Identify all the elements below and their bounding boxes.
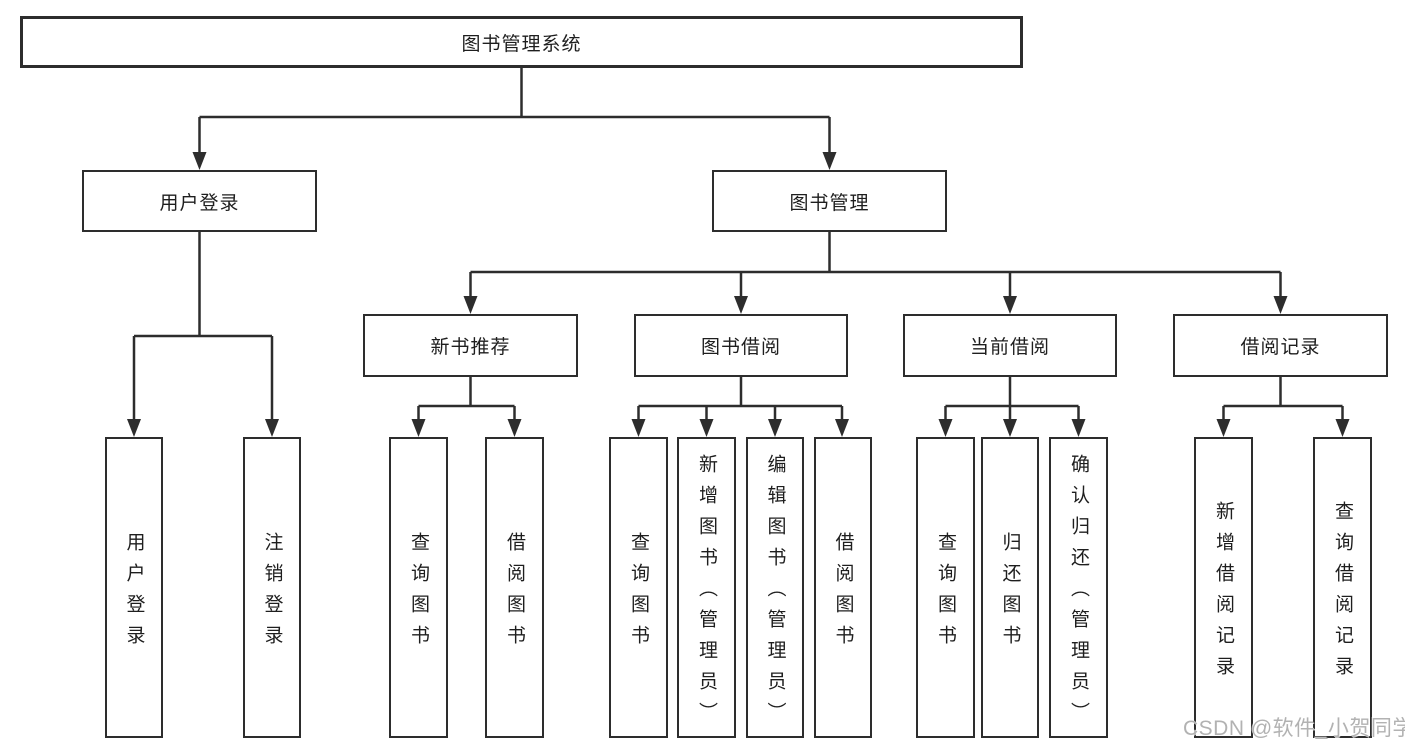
node-label: 归还图书 bbox=[999, 531, 1021, 656]
leaf-query-book-recommend: 查询图书 bbox=[389, 437, 448, 738]
edge-borrow-records-to-leaves bbox=[1216, 377, 1350, 437]
node-label: 借阅记录 bbox=[1240, 337, 1321, 358]
leaf-borrow-book: 借阅图书 bbox=[814, 437, 872, 738]
node-book-management: 图书管理 bbox=[712, 170, 947, 232]
node-borrow-records: 借阅记录 bbox=[1173, 314, 1388, 377]
edge-book-management-to-level3 bbox=[463, 232, 1288, 314]
node-label: 图书管理系统 bbox=[461, 33, 582, 55]
leaf-add-borrow-record: 新增借阅记录 bbox=[1194, 437, 1253, 738]
node-label: 借阅图书 bbox=[504, 531, 525, 656]
node-label: 用户登录 bbox=[123, 531, 145, 656]
node-book-borrow: 图书借阅 bbox=[634, 314, 848, 377]
node-label: 注销登录 bbox=[261, 531, 283, 656]
leaf-add-book-admin: 新增图书（管理员） bbox=[677, 437, 736, 738]
node-current-borrow: 当前借阅 bbox=[903, 314, 1117, 377]
leaf-user-login: 用户登录 bbox=[105, 437, 163, 738]
leaf-query-book-borrow: 查询图书 bbox=[609, 437, 668, 738]
leaf-return-book: 归还图书 bbox=[981, 437, 1039, 738]
node-label: 新增借阅记录 bbox=[1213, 500, 1234, 687]
node-label: 确认归还（管理员） bbox=[1068, 454, 1089, 733]
edge-book-borrow-to-leaves bbox=[631, 377, 849, 437]
node-label: 编辑图书（管理员） bbox=[764, 454, 786, 733]
edge-new-book-recommend-to-leaves bbox=[411, 377, 522, 437]
leaf-edit-book-admin: 编辑图书（管理员） bbox=[746, 437, 804, 738]
leaf-logout: 注销登录 bbox=[243, 437, 301, 738]
node-library-management-system: 图书管理系统 bbox=[20, 16, 1023, 68]
edge-root-to-level2 bbox=[192, 68, 837, 170]
leaf-query-book-current: 查询图书 bbox=[916, 437, 975, 738]
csdn-watermark: CSDN @软件_小贺同学 bbox=[1183, 717, 1405, 740]
node-label: 当前借阅 bbox=[969, 337, 1050, 358]
edge-current-borrow-to-leaves bbox=[938, 377, 1086, 437]
leaf-query-borrow-record: 查询借阅记录 bbox=[1313, 437, 1372, 738]
node-label: 新增图书（管理员） bbox=[696, 454, 717, 733]
edge-user-login-to-leaves bbox=[127, 232, 279, 437]
node-label: 图书借阅 bbox=[700, 337, 781, 358]
node-label: 查询图书 bbox=[408, 531, 429, 656]
node-label: 借阅图书 bbox=[832, 531, 854, 656]
node-label: 查询借阅记录 bbox=[1332, 500, 1353, 687]
node-label: 查询图书 bbox=[935, 531, 956, 656]
node-label: 查询图书 bbox=[628, 531, 649, 656]
node-user-login: 用户登录 bbox=[82, 170, 317, 232]
node-label: 用户登录 bbox=[159, 192, 240, 214]
node-label: 图书管理 bbox=[789, 192, 870, 214]
leaf-confirm-return-admin: 确认归还（管理员） bbox=[1049, 437, 1108, 738]
node-label: 新书推荐 bbox=[430, 337, 511, 358]
node-new-book-recommend: 新书推荐 bbox=[363, 314, 578, 377]
leaf-borrow-book-recommend: 借阅图书 bbox=[485, 437, 544, 738]
